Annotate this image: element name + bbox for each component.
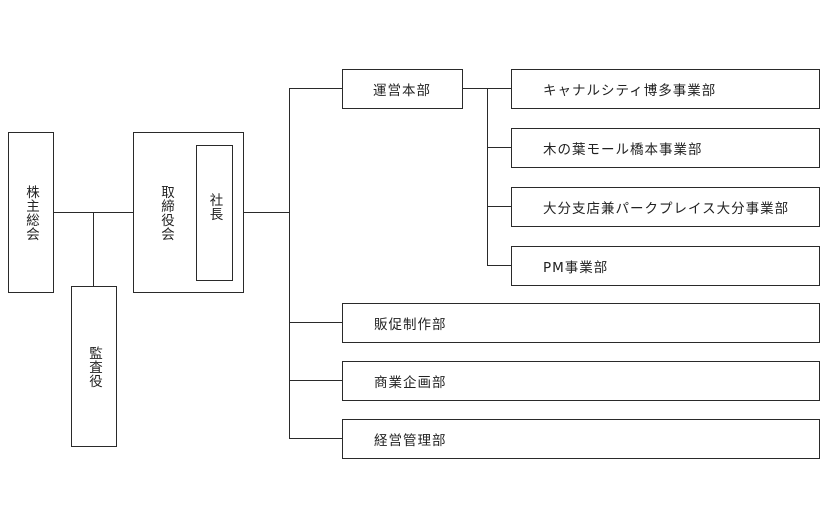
division-label: キャナルシティ博多事業部 — [543, 83, 717, 99]
connector-to-dept-3 — [289, 438, 343, 439]
division-box: 木の葉モール橋本事業部 — [511, 128, 820, 168]
department-box: 販促制作部 — [342, 303, 820, 343]
connector-trunk — [289, 88, 290, 439]
division-label: 大分支店兼パークプレイス大分事業部 — [543, 201, 790, 217]
board-label: 取締役会 — [158, 184, 174, 241]
department-label: 販促制作部 — [374, 317, 447, 333]
shareholders-meeting-label: 株主総会 — [23, 184, 39, 241]
connector-division-trunk — [487, 88, 488, 266]
division-box: 大分支店兼パークプレイス大分事業部 — [511, 187, 820, 227]
connector-auditor — [93, 212, 94, 287]
division-box: キャナルシティ博多事業部 — [511, 69, 820, 109]
connector-board-trunk — [243, 212, 290, 213]
department-box: 商業企画部 — [342, 361, 820, 401]
auditor-label: 監査役 — [86, 345, 102, 388]
president-box: 社長 — [196, 145, 233, 281]
president-label: 社長 — [206, 192, 223, 221]
department-label: 商業企画部 — [374, 375, 447, 391]
division-box: PM事業部 — [511, 246, 820, 286]
connector-to-operations — [289, 88, 343, 89]
division-label: 木の葉モール橋本事業部 — [543, 142, 703, 158]
division-label: PM事業部 — [543, 260, 609, 276]
operations-hq-box: 運営本部 — [342, 69, 463, 109]
department-label: 経営管理部 — [374, 433, 447, 449]
shareholders-meeting-box: 株主総会 — [8, 132, 54, 293]
board-box: 取締役会 社長 — [133, 132, 244, 293]
operations-hq-label: 運営本部 — [373, 83, 431, 99]
connector-to-division-2 — [487, 147, 512, 148]
auditor-box: 監査役 — [71, 286, 117, 447]
connector-to-division-4 — [487, 265, 512, 266]
connector-to-dept-1 — [289, 322, 343, 323]
connector-to-division-3 — [487, 206, 512, 207]
connector-to-dept-2 — [289, 380, 343, 381]
department-box: 経営管理部 — [342, 419, 820, 459]
